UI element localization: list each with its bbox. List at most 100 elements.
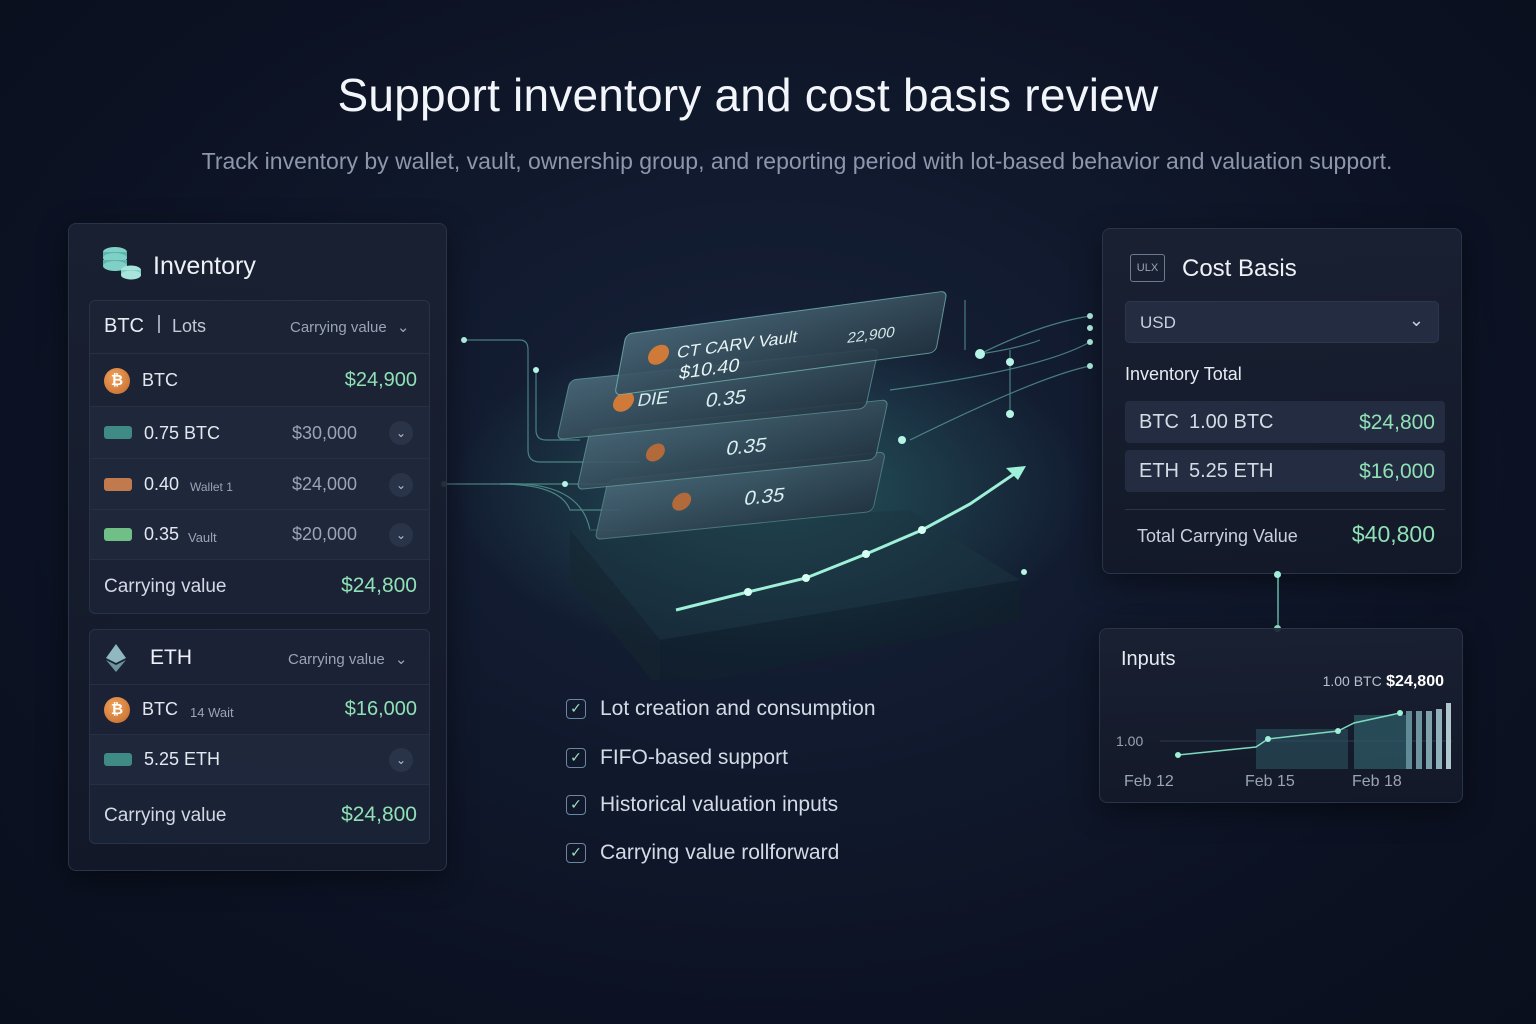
eth-asset-row-value: $16,000 xyxy=(344,698,417,720)
cost-basis-value: $24,800 xyxy=(1359,411,1435,434)
eth-lot-row[interactable]: 5.25 ETH ⌄ xyxy=(90,734,429,784)
coin-stack-icon xyxy=(103,247,141,280)
cost-basis-logo-icon: ULX xyxy=(1130,254,1165,282)
lot-card-2-amount: 0.35 xyxy=(704,386,749,412)
inputs-readout: 1.00 BTC $24,800 xyxy=(1323,673,1444,691)
lot-row-1[interactable]: 0.75 BTC $30,000 ⌄ xyxy=(90,406,429,458)
feature-item: FIFO-based support xyxy=(600,746,788,769)
carrying-value-dropdown-label: Carrying value xyxy=(290,319,387,336)
lot-tag: Wallet 1 xyxy=(190,480,233,494)
lot-card-3-amount: 0.35 xyxy=(724,434,769,460)
btc-asset-value: $24,900 xyxy=(344,369,417,391)
lot-card-2: DIE 0.35 xyxy=(557,348,878,440)
carrying-value-dropdown-label: Carrying value xyxy=(288,651,385,668)
lot-color-swatch xyxy=(104,478,132,491)
inventory-total-label: Inventory Total xyxy=(1125,364,1242,384)
lot-qty: 0.75 BTC xyxy=(144,423,221,443)
lot-qty: 0.35 xyxy=(144,524,180,544)
chevron-down-icon: ⌄ xyxy=(394,651,408,668)
currency-select-value: USD xyxy=(1140,313,1176,332)
lot-card-3: 0.35 xyxy=(577,399,888,490)
lot-color-swatch xyxy=(104,426,132,439)
checkbox-checked-icon: ✓ xyxy=(566,748,586,768)
inventory-title: Inventory xyxy=(153,252,256,280)
page-title: Support inventory and cost basis review xyxy=(337,69,1159,121)
cost-basis-panel: ULX Cost Basis USD ⌄ Inventory Total BTC… xyxy=(1102,228,1462,574)
lot-value: $24,000 xyxy=(292,474,358,494)
inputs-readout-qty: 1.00 BTC xyxy=(1322,673,1382,689)
cost-basis-asset: BTC xyxy=(1139,411,1179,433)
lot-color-swatch xyxy=(104,528,132,541)
cost-basis-row-btc: BTC 1.00 BTC $24,800 xyxy=(1125,401,1445,443)
lot-card-4-amount: 0.35 xyxy=(742,484,787,510)
inputs-readout-value: $24,800 xyxy=(1386,673,1444,690)
inputs-x-label: Feb 18 xyxy=(1352,773,1402,790)
total-carrying-value-amount: $40,800 xyxy=(1351,521,1435,547)
btc-asset-name: BTC xyxy=(142,370,178,390)
connector-node xyxy=(1274,571,1281,578)
feature-item: Carrying value rollforward xyxy=(600,841,840,864)
eth-carrying-value-row: Carrying value $24,800 xyxy=(90,784,429,844)
lot-expand-chevron-icon[interactable]: ⌄ xyxy=(389,473,413,497)
eth-asset-row-name: BTC xyxy=(142,699,178,719)
lot-stack-illustration: 0.35 0.35 DIE 0.35 CT CARV Vault $10.40 … xyxy=(441,291,1093,680)
cost-basis-title: Cost Basis xyxy=(1182,255,1297,282)
panel-connector xyxy=(1277,574,1279,628)
eth-lot-qty: 5.25 ETH xyxy=(144,749,221,769)
cost-basis-qty: 5.25 ETH xyxy=(1189,460,1274,482)
lot-value: $30,000 xyxy=(292,423,358,443)
lot-value: $20,000 xyxy=(292,524,358,544)
page-subtitle: Track inventory by wallet, vault, owners… xyxy=(201,148,1393,174)
eth-asset-title: ETH xyxy=(150,646,192,669)
inputs-title: Inputs xyxy=(1121,648,1176,670)
inputs-chart xyxy=(1160,703,1452,769)
lot-color-swatch xyxy=(104,753,132,766)
carrying-value-dropdown[interactable]: Carrying value ⌄ xyxy=(288,650,407,668)
trend-points xyxy=(744,526,926,596)
checkbox-checked-icon: ✓ xyxy=(566,699,586,719)
inputs-x-label: Feb 12 xyxy=(1124,773,1174,790)
checkbox-checked-icon: ✓ xyxy=(566,795,586,815)
btc-carrying-value-row: Carrying value $24,800 xyxy=(90,559,429,613)
cost-basis-asset: ETH xyxy=(1139,460,1179,482)
carrying-value-amount: $24,800 xyxy=(341,803,417,826)
lot-row-3[interactable]: 0.35 Vault $20,000 ⌄ xyxy=(90,509,429,559)
tab-separator xyxy=(158,315,160,333)
total-carrying-value-label: Total Carrying Value xyxy=(1137,526,1298,546)
inputs-panel: Inputs 1.00 BTC $24,800 1.00 Feb 12 Feb … xyxy=(1099,628,1463,803)
total-carrying-value-row: Total Carrying Value $40,800 xyxy=(1125,509,1445,559)
carrying-value-label: Carrying value xyxy=(104,576,227,597)
bitcoin-icon: ₿ xyxy=(104,368,130,394)
chevron-down-icon: ⌄ xyxy=(1408,310,1424,330)
feature-item: Historical valuation inputs xyxy=(600,793,839,816)
lot-row-2[interactable]: 0.40 Wallet 1 $24,000 ⌄ xyxy=(90,458,429,509)
lot-qty: 0.40 xyxy=(144,474,180,494)
inputs-y-label: 1.00 xyxy=(1116,733,1144,749)
cost-basis-row-eth: ETH 5.25 ETH $16,000 xyxy=(1125,450,1445,492)
carrying-value-label: Carrying value xyxy=(104,805,227,826)
bitcoin-icon: ₿ xyxy=(104,697,130,723)
lot-tag: Vault xyxy=(188,530,217,545)
inventory-panel: Inventory BTC Lots Carrying value ⌄ ₿ BT… xyxy=(68,223,447,871)
eth-asset-row[interactable]: ₿ BTC 14 Wait $16,000 xyxy=(90,684,429,734)
lot-card-2-label: DIE xyxy=(636,387,671,410)
eth-asset-row-tag: 14 Wait xyxy=(190,705,234,720)
feature-item: Lot creation and consumption xyxy=(600,697,876,720)
lot-expand-chevron-icon[interactable]: ⌄ xyxy=(389,421,413,445)
tab-lots[interactable]: Lots xyxy=(172,316,207,336)
chevron-down-icon: ⌄ xyxy=(396,319,410,336)
currency-select[interactable]: USD ⌄ xyxy=(1125,301,1439,343)
lot-expand-chevron-icon[interactable]: ⌄ xyxy=(389,523,413,547)
inputs-x-label: Feb 15 xyxy=(1245,773,1295,790)
btc-asset-row[interactable]: ₿ BTC $24,900 xyxy=(90,353,429,406)
btc-inventory-card: BTC Lots Carrying value ⌄ ₿ BTC $24,900 … xyxy=(89,300,430,614)
checkbox-checked-icon: ✓ xyxy=(566,843,586,863)
eth-inventory-card: ETH Carrying value ⌄ ₿ BTC 14 Wait $16,0… xyxy=(89,629,430,844)
lot-card-1-side: 22,900 xyxy=(846,324,896,347)
lot-card-1: CT CARV Vault $10.40 22,900 xyxy=(615,291,947,396)
carrying-value-dropdown[interactable]: Carrying value ⌄ xyxy=(290,318,409,336)
tab-btc[interactable]: BTC xyxy=(104,315,144,337)
lot-expand-chevron-icon[interactable]: ⌄ xyxy=(389,748,413,772)
cost-basis-value: $16,000 xyxy=(1359,460,1435,483)
ethereum-icon xyxy=(106,644,126,672)
